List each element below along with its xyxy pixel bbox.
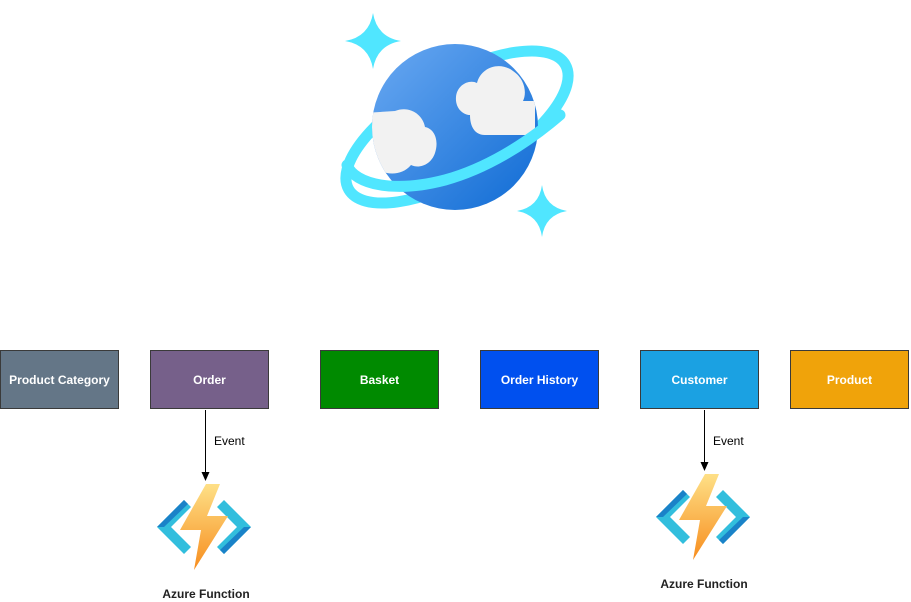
- edge-order-to-function: [201, 410, 210, 481]
- azure-function-icon: [157, 484, 251, 570]
- container-order[interactable]: Order: [150, 350, 269, 409]
- container-label: Basket: [359, 372, 400, 387]
- azure-function-icon: [656, 474, 750, 560]
- cosmos-db-icon: [340, 13, 574, 237]
- container-label: Order History: [500, 372, 579, 387]
- container-product-category[interactable]: Product Category: [0, 350, 119, 409]
- edge-label-event: Event: [214, 434, 245, 448]
- container-customer[interactable]: Customer: [640, 350, 759, 409]
- edge-label-event: Event: [713, 434, 744, 448]
- container-basket[interactable]: Basket: [320, 350, 439, 409]
- container-label: Order: [193, 372, 226, 387]
- function-label: Azure Function: [660, 577, 748, 591]
- edge-customer-to-function: [700, 410, 709, 471]
- function-label: Azure Function: [162, 587, 250, 601]
- container-order-history[interactable]: Order History: [480, 350, 599, 409]
- container-label: Product Category: [9, 372, 110, 387]
- container-label: Customer: [671, 372, 728, 387]
- container-product[interactable]: Product: [790, 350, 909, 409]
- container-label: Product: [826, 372, 873, 387]
